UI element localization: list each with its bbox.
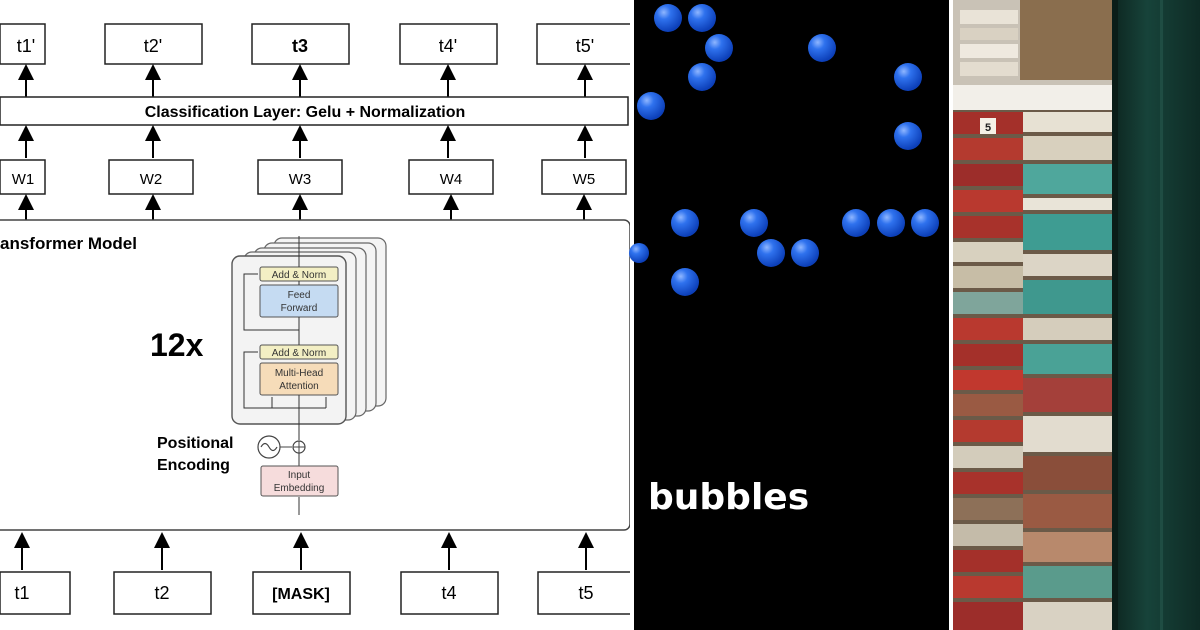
book-label-tag xyxy=(980,118,996,134)
books-photo: 5 xyxy=(953,0,1200,630)
attention-label: Multi-Head xyxy=(275,368,323,379)
input-embedding-label: Embedding xyxy=(274,483,325,494)
add-icon xyxy=(292,440,306,454)
arrows-to-classification xyxy=(18,125,593,158)
green-door xyxy=(1112,0,1200,630)
input-token: t4 xyxy=(441,583,456,603)
weight-label: W5 xyxy=(573,171,596,188)
output-token: t2' xyxy=(144,36,162,56)
output-token: t4' xyxy=(439,36,457,56)
add-norm-bottom-label: Add & Norm xyxy=(272,348,326,359)
repeat-count: 12x xyxy=(150,327,204,363)
positional-encoding-label: Positional xyxy=(157,435,233,452)
add-norm-top-label: Add & Norm xyxy=(272,270,326,281)
weight-label: W3 xyxy=(289,171,312,188)
bubbles-panel: bubbles xyxy=(629,0,949,630)
panel-divider xyxy=(949,0,953,630)
input-embedding-label: Input xyxy=(288,470,310,481)
positional-encoding-label: Encoding xyxy=(157,457,230,474)
output-token: t5' xyxy=(576,36,594,56)
weight-label: W1 xyxy=(12,171,35,188)
attention-label: Attention xyxy=(279,381,318,392)
input-token-mask: [MASK] xyxy=(272,586,330,603)
weight-label: W4 xyxy=(440,171,463,188)
classification-layer-box xyxy=(0,96,629,126)
arrows-to-outputs xyxy=(18,64,593,97)
input-token-row: t1 t2 [MASK] t4 t5 xyxy=(0,571,636,615)
bert-diagram: t1' t2' t3 t4' t5' Classification Layer:… xyxy=(0,23,636,615)
input-token: t2 xyxy=(154,583,169,603)
output-token-row: t1' t2' t3 t4' t5' xyxy=(0,23,635,65)
arrows-from-inputs xyxy=(14,532,594,570)
output-token: t1' xyxy=(17,36,35,56)
bubbles-label: bubbles xyxy=(648,477,809,518)
classification-layer-label: Classification Layer: Gelu + Normalizati… xyxy=(145,104,466,121)
arrows-to-weights xyxy=(18,194,592,220)
book-label-number: 5 xyxy=(985,122,991,134)
encoder-stack: Add & Norm Feed Forward Add & Norm Multi… xyxy=(231,236,387,440)
bubble-cluster xyxy=(629,4,939,296)
feed-forward-label: Forward xyxy=(281,303,318,314)
sine-wave-icon xyxy=(257,435,292,459)
weight-label: W2 xyxy=(140,171,163,188)
output-token: t3 xyxy=(292,36,308,56)
transformer-title: ansformer Model xyxy=(0,234,137,253)
panel-divider xyxy=(630,0,634,630)
input-token: t5 xyxy=(578,583,593,603)
feed-forward-label: Feed xyxy=(288,290,311,301)
input-token: t1 xyxy=(14,583,29,603)
book-spines xyxy=(953,112,1113,630)
input-embedding-box xyxy=(260,465,339,497)
